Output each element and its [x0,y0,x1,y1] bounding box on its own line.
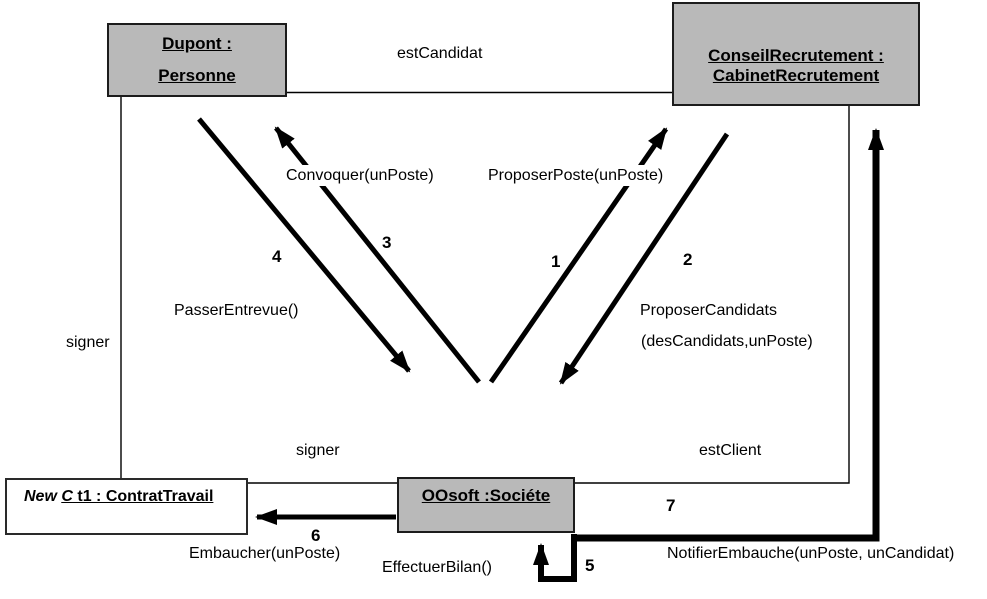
message-2-label-line2: (desCandidats,unPoste) [641,333,813,350]
object-class: Personne [158,66,236,85]
message-4-arrow [197,117,411,373]
link-est-client-line [575,106,850,484]
object-box-contrat-travail: New C t1 : ContratTravail [5,478,248,535]
object-box-cabinet-recrutement: ConseilRecrutement : CabinetRecrutement [672,2,920,106]
message-6-label: Embaucher(unPoste) [189,545,341,562]
contrat-title: New C t1 : ContratTravail [24,488,213,506]
message-5-label: EffectuerBilan() [382,559,492,576]
link-est-client-label: estClient [699,442,762,459]
message-7-label: NotifierEmbauche(unPoste, unCandidat) [667,545,955,562]
message-5-number: 5 [585,556,595,575]
message-6-number: 6 [311,526,321,545]
message-7-number: 7 [666,496,676,515]
object-class: CabinetRecrutement [712,66,880,85]
object-name: OOsoft :Sociéte [421,486,551,505]
object-box-personne: Dupont : Personne [107,23,287,97]
new-keyword: New [24,488,57,505]
message-2-label-line1: ProposerCandidats [640,302,777,319]
link-est-candidat-label: estCandidat [397,45,483,62]
message-5-self-arrow [533,534,577,582]
object-box-societe: OOsoft :Sociéte [397,477,575,533]
message-1-label: ProposerPoste(unPoste) [485,165,667,186]
link-signer-left-label: signer [66,334,110,351]
link-signer-bottom-label: signer [296,442,340,459]
object-name: Dupont : [162,34,232,53]
message-1-number: 1 [551,252,561,271]
message-3-number: 3 [382,233,392,252]
message-4-label: PasserEntrevue() [174,302,299,319]
message-2-number: 2 [683,250,693,269]
message-4-number: 4 [272,247,282,266]
object-name: C t1 : ContratTravail [61,488,214,505]
message-3-label: Convoquer(unPoste) [283,165,437,186]
object-name: ConseilRecrutement : [708,46,884,65]
